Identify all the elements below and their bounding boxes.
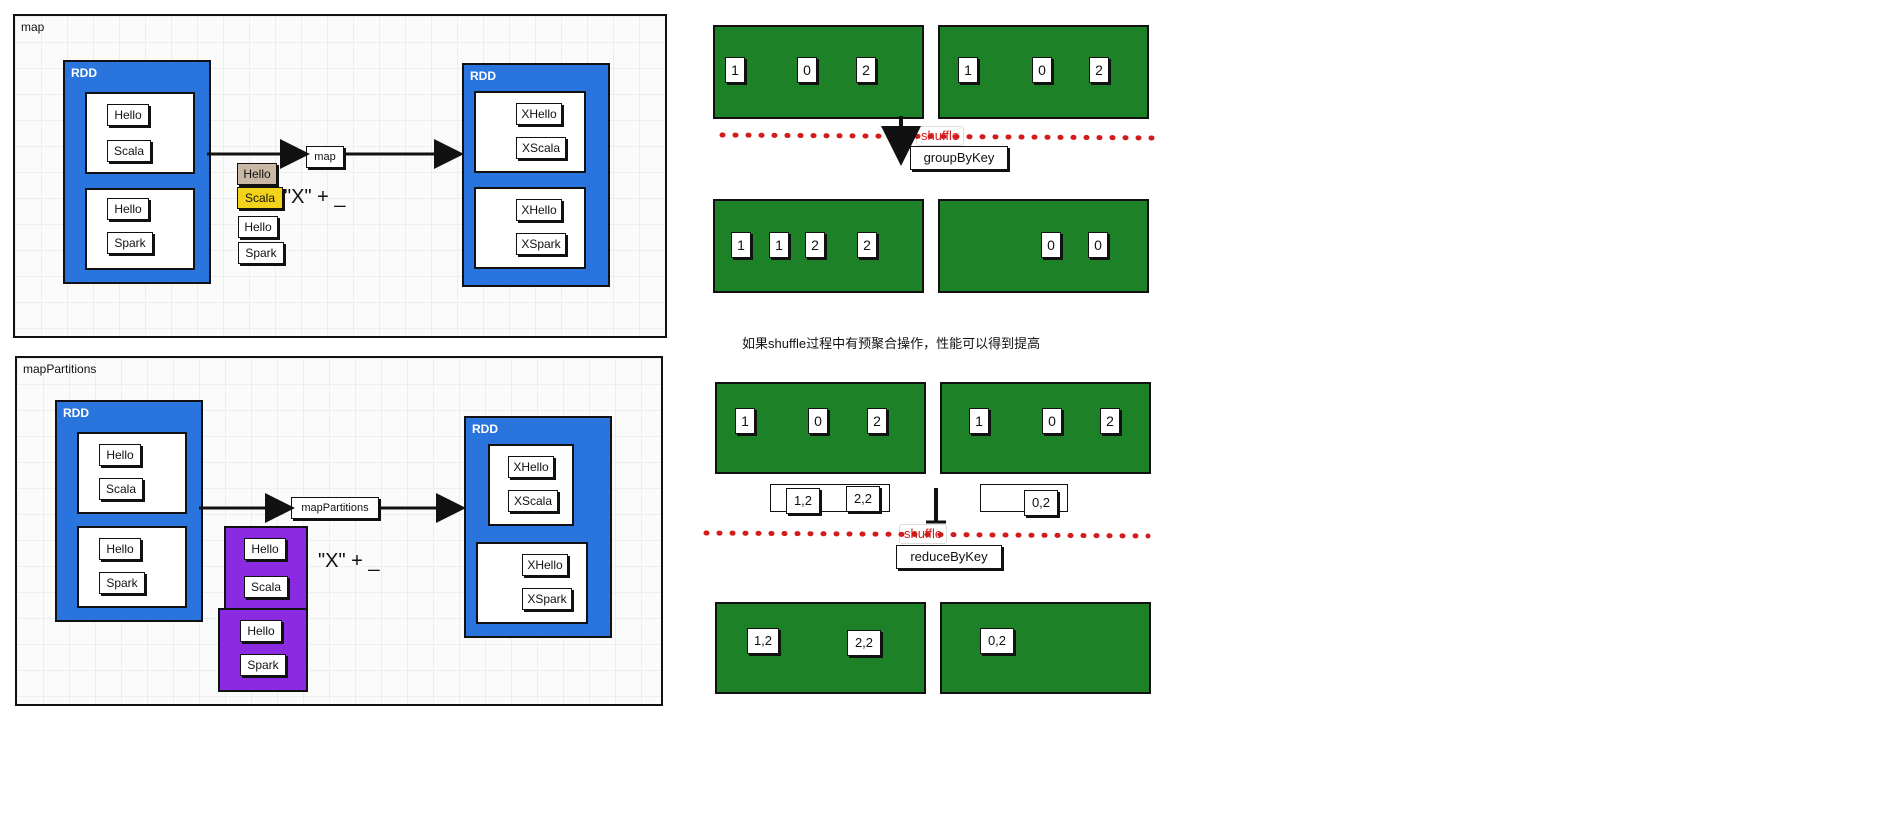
record-key: 1 <box>735 408 755 434</box>
mappartitions-source-rdd: RDD Hello Scala Hello Spark <box>55 400 203 622</box>
record-key: 2 <box>856 57 876 83</box>
moving-element: Hello <box>237 163 277 185</box>
record-key: 1 <box>969 408 989 434</box>
record-key: 0 <box>1041 232 1061 258</box>
map-function-expression: "X" + _ <box>284 186 346 208</box>
element: Spark <box>240 654 286 676</box>
shuffle-line <box>703 530 1151 539</box>
record-key: 2 <box>1100 408 1120 434</box>
partition: XHello XScala <box>488 444 574 526</box>
moving-partition: Hello Scala <box>224 526 308 610</box>
record-key: 2 <box>867 408 887 434</box>
element: Hello <box>107 198 149 220</box>
mappartitions-target-rdd: RDD XHello XScala XHello XSpark <box>464 416 612 638</box>
record-pair: 2,2 <box>847 630 881 656</box>
element: XSpark <box>516 233 566 255</box>
shuffle-label: shuffle <box>916 126 965 146</box>
element: Scala <box>99 478 143 500</box>
record-pair: 1,2 <box>747 628 779 654</box>
partition: XHello XSpark <box>474 187 586 269</box>
partition: Hello Spark <box>85 188 195 270</box>
partition: Hello Spark <box>77 526 187 608</box>
partition: XHello XScala <box>474 91 586 173</box>
record-key: 0 <box>1088 232 1108 258</box>
reducebykey-input-partition: 1 0 2 <box>715 382 926 474</box>
map-target-rdd: RDD XHello XScala XHello XSpark <box>462 63 610 287</box>
element: Hello <box>99 538 141 560</box>
mappartitions-function-expression: "X" + _ <box>318 550 380 572</box>
partition: Hello Scala <box>77 432 187 514</box>
element: Hello <box>240 620 282 642</box>
element: XHello <box>508 456 554 478</box>
element: Spark <box>107 232 153 254</box>
mappartitions-operator: mapPartitions <box>291 497 379 519</box>
rdd-label: RDD <box>470 69 496 83</box>
record-key: 2 <box>805 232 825 258</box>
combined-pair: 1,2 <box>786 488 820 514</box>
element: XSpark <box>522 588 572 610</box>
record-pair: 0,2 <box>980 628 1014 654</box>
rdd-label: RDD <box>472 422 498 436</box>
partition: XHello XSpark <box>476 542 588 624</box>
element: Hello <box>107 104 149 126</box>
record-key: 1 <box>769 232 789 258</box>
combined-pair: 0,2 <box>1024 490 1058 516</box>
element: XScala <box>516 137 566 159</box>
element: XHello <box>516 103 562 125</box>
record-key: 1 <box>958 57 978 83</box>
combined-pair: 2,2 <box>846 486 880 512</box>
rdd-label: RDD <box>63 406 89 420</box>
record-key: 0 <box>1042 408 1062 434</box>
element: Scala <box>107 140 151 162</box>
record-key: 0 <box>1032 57 1052 83</box>
reducebykey-operator: reduceByKey <box>896 545 1002 569</box>
moving-element: Scala <box>237 187 283 209</box>
record-key: 1 <box>725 57 745 83</box>
record-key: 0 <box>797 57 817 83</box>
mappartitions-panel-title: mapPartitions <box>23 362 97 376</box>
element: Scala <box>244 576 288 598</box>
element: XHello <box>522 554 568 576</box>
moving-partition: Hello Spark <box>218 608 308 692</box>
groupbykey-input-partition: 1 0 2 <box>713 25 924 119</box>
reducebykey-output-partition: 0,2 <box>940 602 1151 694</box>
map-operator: map <box>306 146 344 168</box>
moving-element: Hello <box>238 216 278 238</box>
element: Hello <box>244 538 286 560</box>
groupbykey-output-partition: 0 0 <box>938 199 1149 293</box>
rdd-label: RDD <box>71 66 97 80</box>
record-key: 2 <box>1089 57 1109 83</box>
groupbykey-input-partition: 1 0 2 <box>938 25 1149 119</box>
moving-element: Spark <box>238 242 284 264</box>
reducebykey-input-partition: 1 0 2 <box>940 382 1151 474</box>
map-source-rdd: RDD Hello Scala Hello Spark <box>63 60 211 284</box>
element: Spark <box>99 572 145 594</box>
shuffle-line <box>719 132 1163 141</box>
record-key: 2 <box>857 232 877 258</box>
reducebykey-output-partition: 1,2 2,2 <box>715 602 926 694</box>
map-panel-title: map <box>21 20 45 34</box>
shuffle-label: shuffle <box>899 524 948 544</box>
record-key: 1 <box>731 232 751 258</box>
element: XScala <box>508 490 558 512</box>
element: Hello <box>99 444 141 466</box>
element: XHello <box>516 199 562 221</box>
groupbykey-operator: groupByKey <box>910 146 1008 170</box>
record-key: 0 <box>808 408 828 434</box>
partition: Hello Scala <box>85 92 195 174</box>
groupbykey-output-partition: 1 1 2 2 <box>713 199 924 293</box>
preaggregation-note: 如果shuffle过程中有预聚合操作，性能可以得到提高 <box>742 336 1041 351</box>
